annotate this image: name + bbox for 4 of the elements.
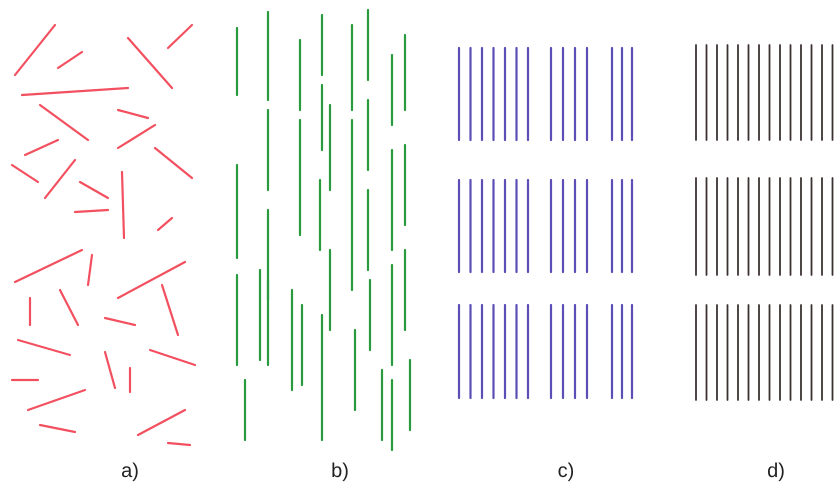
panel-label: c) [558, 460, 574, 483]
panel-label: d) [767, 460, 785, 483]
panel-label: b) [331, 460, 349, 483]
panel-label: a) [121, 460, 139, 483]
